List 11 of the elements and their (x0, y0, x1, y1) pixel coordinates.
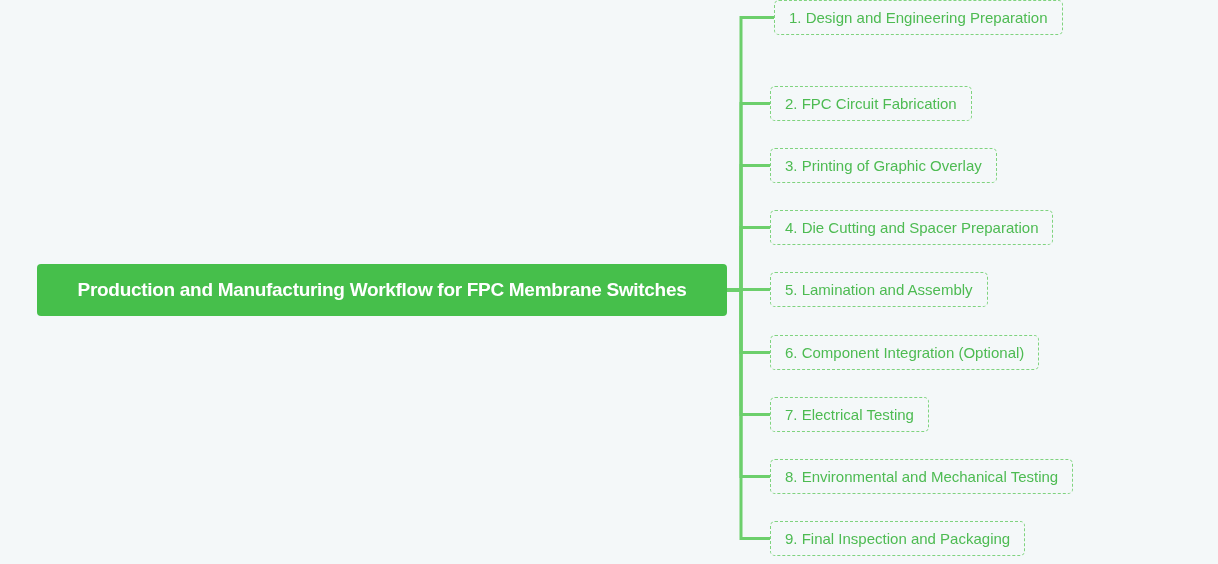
subtopic-box: 2. FPC Circuit Fabrication (770, 86, 972, 121)
subtopic-box: 6. Component Integration (Optional) (770, 335, 1040, 370)
connector-line (727, 288, 770, 540)
subtopic-box: 7. Electrical Testing (770, 397, 929, 432)
subtopic-box: 1. Design and Engineering Preparation (774, 0, 1063, 35)
subtopic-box: 9. Final Inspection and Packaging (770, 521, 1026, 556)
subtopic-box: 4. Die Cutting and Spacer Preparation (770, 210, 1054, 245)
topic-box: Production and Manufacturing Workflow for FPC Membrane Switches (37, 264, 727, 316)
subtopic-box: 8. Environmental and Mechanical Testing (770, 459, 1074, 494)
subtopic-box: 5. Lamination and Assembly (770, 272, 988, 307)
subtopic-box: 3. Printing of Graphic Overlay (770, 148, 997, 183)
